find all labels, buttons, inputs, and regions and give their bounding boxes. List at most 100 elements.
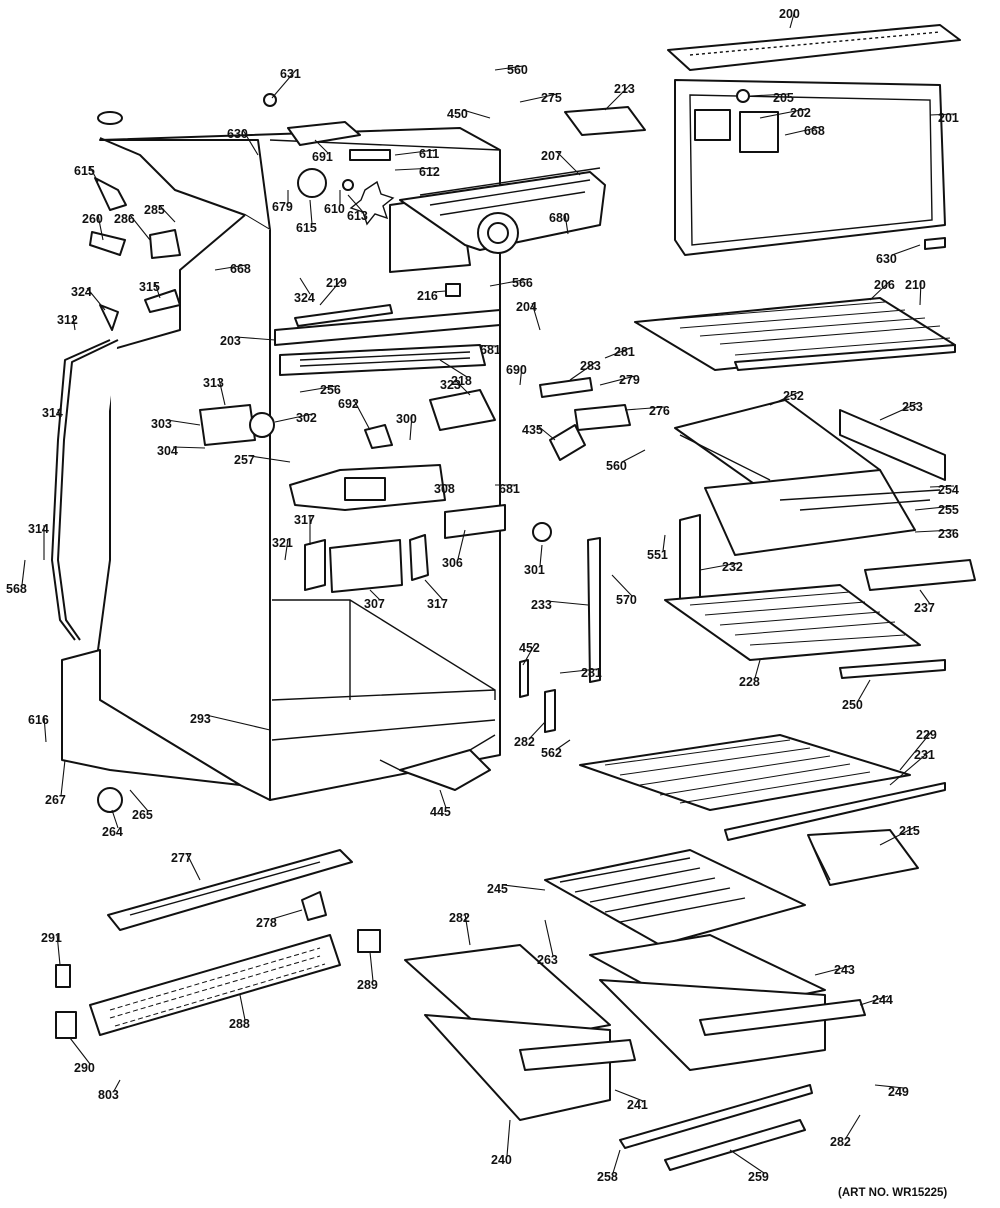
leader-line <box>489 278 529 287</box>
part-callout-681: 681 <box>499 482 520 496</box>
part-callout-281: 281 <box>614 345 635 359</box>
part-callout-282: 282 <box>514 735 535 749</box>
part-callout-616: 616 <box>28 713 49 727</box>
part-callout-213: 213 <box>614 82 635 96</box>
part-callout-201: 201 <box>938 111 959 125</box>
part-callout-256: 256 <box>320 383 341 397</box>
part-callout-314: 314 <box>42 406 63 420</box>
leader-line <box>284 538 289 561</box>
part-callout-263: 263 <box>537 953 558 967</box>
part-callout-259: 259 <box>748 1170 769 1184</box>
leader-line <box>749 93 790 97</box>
leader-line <box>457 529 466 560</box>
leader-line <box>43 715 47 743</box>
part-callout-692: 692 <box>338 397 359 411</box>
leader-line <box>218 378 226 406</box>
part-callout-210: 210 <box>905 278 926 292</box>
leader-line <box>314 139 329 154</box>
leader-line <box>369 951 374 982</box>
leader-line <box>604 84 631 111</box>
part-callout-317: 317 <box>294 513 315 527</box>
part-callout-630: 630 <box>876 252 897 266</box>
leader-line <box>97 214 104 241</box>
leader-line <box>754 659 761 679</box>
part-callout-690: 690 <box>506 363 527 377</box>
grille-and-base-parts <box>55 787 381 1039</box>
leader-line <box>299 277 311 295</box>
small-hardware-left <box>89 93 631 791</box>
leader-line <box>469 344 497 347</box>
leader-line <box>214 264 247 271</box>
leader-line <box>899 730 933 771</box>
leader-line <box>319 278 343 306</box>
leader-line <box>424 579 444 601</box>
leader-line <box>242 129 259 156</box>
leader-line <box>564 213 569 235</box>
leader-line <box>546 600 589 606</box>
part-callout-290: 290 <box>74 1061 95 1075</box>
part-callout-286: 286 <box>114 212 135 226</box>
part-callout-279: 279 <box>619 373 640 387</box>
leader-line <box>249 455 291 463</box>
part-callout-611: 611 <box>419 147 439 161</box>
part-callout-615: 615 <box>74 164 95 178</box>
leader-line <box>21 559 26 586</box>
part-callout-681: 681 <box>480 343 501 357</box>
part-callout-203: 203 <box>220 334 241 348</box>
part-callout-307: 307 <box>364 597 385 611</box>
part-callout-445: 445 <box>430 805 451 819</box>
leader-line <box>729 1149 765 1174</box>
part-callout-566: 566 <box>512 276 533 290</box>
part-callout-323: 323 <box>440 378 461 392</box>
leader-line <box>789 9 796 29</box>
part-callout-452: 452 <box>519 641 540 655</box>
leader-line <box>889 750 931 786</box>
part-callout-312: 312 <box>57 313 78 327</box>
part-callout-276: 276 <box>649 404 670 418</box>
leader-line <box>159 205 176 223</box>
leader-line <box>506 1119 511 1157</box>
part-callout-321: 321 <box>272 536 293 550</box>
leader-line <box>56 933 61 966</box>
leader-line <box>72 315 76 331</box>
leader-line <box>529 721 546 739</box>
leader-line <box>539 544 543 567</box>
part-callout-243: 243 <box>834 963 855 977</box>
leader-line <box>784 126 821 136</box>
freezer-door <box>564 24 961 256</box>
leader-line <box>874 1084 905 1089</box>
leader-line <box>544 919 554 957</box>
part-callout-283: 283 <box>580 359 601 373</box>
leader-line <box>759 108 807 119</box>
part-callout-228: 228 <box>739 675 760 689</box>
part-callout-250: 250 <box>842 698 863 712</box>
leader-line <box>612 1149 621 1174</box>
leader-line <box>394 149 436 156</box>
part-callout-232: 232 <box>722 560 743 574</box>
leader-line <box>857 679 871 702</box>
part-callout-570: 570 <box>616 593 637 607</box>
leader-line <box>537 425 556 441</box>
leader-line <box>271 69 297 99</box>
part-callout-450: 450 <box>447 107 468 121</box>
part-callout-303: 303 <box>151 417 172 431</box>
part-callout-560: 560 <box>606 459 627 473</box>
leader-line <box>929 113 955 116</box>
crisper-drawers <box>404 849 866 1171</box>
evaporator-fan-assembly <box>287 121 606 297</box>
part-callout-204: 204 <box>516 300 537 314</box>
part-callout-282: 282 <box>449 911 470 925</box>
part-callout-260: 260 <box>82 212 103 226</box>
part-callout-252: 252 <box>783 389 804 403</box>
part-callout-300: 300 <box>396 412 417 426</box>
leader-line <box>205 714 271 731</box>
leader-line <box>129 214 151 241</box>
part-callout-315: 315 <box>139 280 160 294</box>
leader-line <box>154 282 161 299</box>
part-callout-631: 631 <box>280 67 301 81</box>
leader-line <box>604 347 631 359</box>
part-callout-291: 291 <box>41 931 62 945</box>
part-callout-277: 277 <box>171 851 192 865</box>
leader-line <box>621 449 646 463</box>
